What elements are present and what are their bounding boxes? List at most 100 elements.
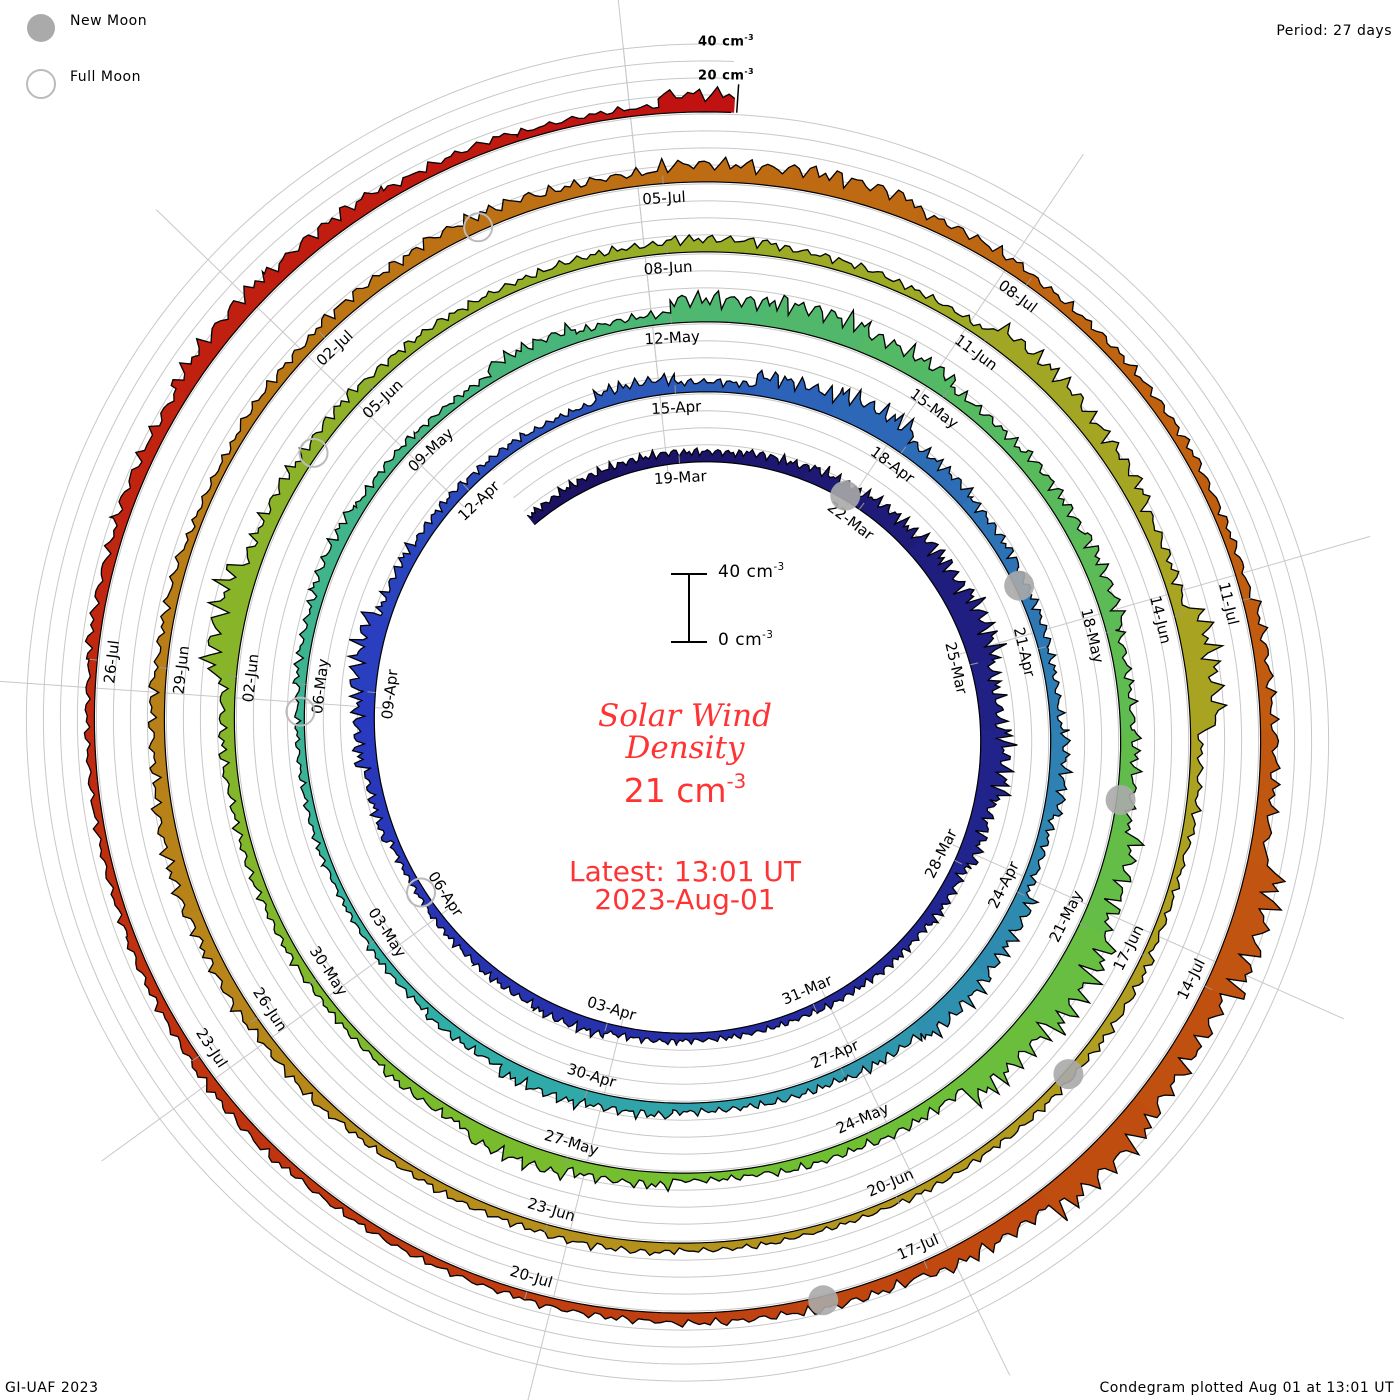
legend-markers (26, 14, 56, 99)
date-label: 06-May (308, 658, 332, 715)
density-day-area (741, 449, 810, 481)
density-day-area (1026, 274, 1131, 372)
date-tick (1079, 922, 1088, 928)
date-tick (923, 1260, 928, 1269)
radial-spoke (958, 535, 1371, 655)
new-moon-marker (1105, 784, 1136, 815)
density-day-area (672, 1095, 761, 1117)
date-tick (524, 1291, 528, 1300)
density-day-area (298, 774, 333, 867)
scale-bar (671, 573, 707, 643)
radial-spoke (155, 209, 465, 508)
footer-plot-time: Condegram plotted Aug 01 at 13:01 UT (1099, 1380, 1394, 1396)
date-tick (1242, 597, 1251, 601)
density-day-area (355, 431, 422, 513)
date-tick (1174, 613, 1183, 617)
date-tick (158, 666, 167, 669)
density-day-area (1016, 812, 1055, 899)
legend-full-moon-label: Full Moon (70, 69, 141, 85)
density-day-area (242, 465, 306, 572)
radial-spoke (101, 909, 449, 1162)
density-day-area (1133, 985, 1224, 1119)
density-day-area (294, 378, 374, 474)
radial-spoke (527, 1018, 624, 1400)
full-moon-marker (298, 437, 329, 468)
grid-lines (25, 43, 1330, 1382)
density-day-area (453, 265, 560, 322)
date-tick (544, 1224, 548, 1233)
density-outline (83, 85, 1287, 1328)
date-label: 08-Jun (643, 258, 693, 279)
density-day-area (182, 909, 258, 1026)
full-moon-marker (463, 212, 494, 243)
date-label: 20-Jul (508, 1262, 555, 1292)
full-moon-legend-icon (26, 69, 56, 99)
density-day-area (1038, 1098, 1158, 1222)
new-moon-marker (830, 480, 861, 511)
date-tick (191, 1056, 199, 1062)
density-day-area (425, 1006, 507, 1065)
density-day-area (1242, 598, 1280, 731)
moon-markers (285, 212, 1136, 1316)
density-day-area (913, 963, 992, 1040)
scale-bar-top-label: 40 cm-3 (718, 562, 785, 583)
date-tick (89, 658, 98, 661)
date-tick (984, 334, 990, 342)
density-day-area (150, 791, 201, 917)
date-label: 19-Mar (653, 467, 708, 488)
period-label: Period: 27 days (1276, 23, 1392, 39)
outer-scale-20: 20 cm-3 (698, 67, 755, 84)
grid-line (25, 43, 1330, 1382)
date-tick (308, 979, 316, 985)
date-tick (297, 683, 306, 686)
title-line-1: Solar Wind (597, 698, 772, 734)
density-day-area (526, 495, 565, 526)
date-tick (1026, 278, 1032, 286)
density-day-area (389, 837, 434, 907)
density-day-area (85, 517, 128, 661)
date-tick (367, 691, 376, 694)
date-tick (367, 940, 375, 946)
density-day-area (559, 1157, 670, 1193)
density-day-area (487, 322, 580, 383)
density-day-area (1080, 954, 1155, 1062)
density-day-area (765, 294, 872, 352)
density-day-area (264, 185, 390, 288)
outer-scale-40: 40 cm-3 (698, 33, 755, 50)
date-tick (970, 662, 979, 666)
date-tick (318, 331, 326, 338)
date-tick (858, 502, 865, 510)
density-day-area (667, 1164, 774, 1192)
date-tick (1142, 954, 1150, 959)
density-day-area (1174, 608, 1228, 731)
date-tick (900, 446, 907, 454)
radial-spoke (952, 844, 1344, 1020)
density-day-area (858, 327, 956, 398)
date-label: 02-Jun (239, 653, 263, 704)
date-tick (1038, 646, 1047, 650)
date-tick (584, 1090, 588, 1099)
date-label: 09-Apr (378, 668, 402, 721)
latest-time: Latest: 13:01 UT (568, 855, 802, 888)
density-day-area (584, 1090, 674, 1120)
density-day-area (414, 376, 495, 440)
date-label: 12-May (644, 327, 701, 348)
density-day-area (1014, 450, 1086, 542)
density-day-area (676, 1026, 749, 1045)
scale-bar-bottom-label: 0 cm-3 (718, 630, 774, 651)
date-tick (1017, 891, 1025, 896)
new-moon-marker (1004, 570, 1035, 601)
date-tick (1204, 985, 1213, 991)
density-day-area (1121, 364, 1205, 479)
title-line-2: Density (625, 730, 745, 766)
full-moon-marker (285, 696, 316, 727)
density-day-area (415, 192, 540, 261)
date-tick (812, 1003, 817, 1012)
full-moon-marker (406, 877, 437, 908)
radial-spoke (843, 153, 1084, 510)
date-tick (564, 1157, 568, 1166)
date-tick (366, 382, 374, 389)
date-tick (604, 1023, 608, 1032)
density-day-area (315, 246, 425, 338)
